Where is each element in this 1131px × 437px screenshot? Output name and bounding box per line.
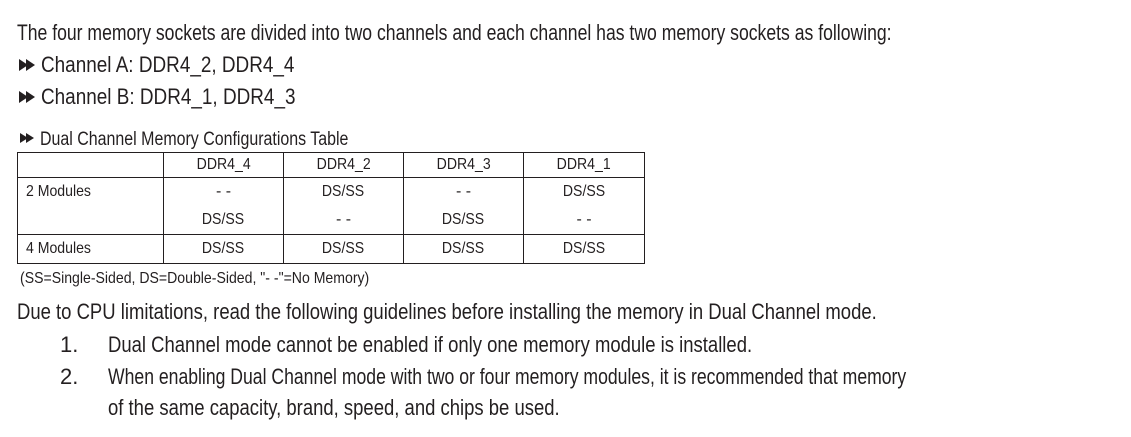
table-cell: - - (163, 177, 284, 206)
guideline-text: of the same capacity, brand, speed, and … (108, 395, 560, 420)
channel-b-item: Channel B: DDR4_1, DDR4_3 (19, 84, 337, 111)
table-header-cell: DDR4_3 (403, 152, 524, 178)
intro-label: The four memory sockets are divided into… (17, 20, 892, 45)
double-arrow-icon (19, 83, 35, 109)
channel-a-label: Channel A: DDR4_2, DDR4_4 (41, 52, 295, 77)
table-title: Dual Channel Memory Configurations Table (20, 129, 407, 151)
table-cell: DS/SS (523, 234, 645, 264)
table-cell: - - (283, 206, 404, 235)
table-cell: DS/SS (283, 177, 404, 206)
table-cell: DS/SS (163, 206, 284, 235)
table-cell: DS/SS (403, 206, 524, 235)
guideline-intro: Due to CPU limitations, read the followi… (17, 299, 1041, 325)
channel-b-label: Channel B: DDR4_1, DDR4_3 (41, 84, 296, 109)
channel-a-item: Channel A: DDR4_2, DDR4_4 (19, 52, 336, 79)
table-row-label: 2 Modules (17, 177, 164, 206)
table-cell: DS/SS (163, 234, 284, 264)
table-row-label: 4 Modules (17, 234, 164, 264)
table-legend-label: (SS=Single-Sided, DS=Double-Sided, "- -"… (20, 270, 370, 287)
table-header-row: DDR4_4 DDR4_2 DDR4_3 DDR4_1 (17, 152, 645, 178)
table-legend: (SS=Single-Sided, DS=Double-Sided, "- -"… (20, 270, 417, 288)
table-title-label: Dual Channel Memory Configurations Table (40, 129, 349, 151)
guideline-text: Dual Channel mode cannot be enabled if o… (108, 332, 753, 357)
table-cell: - - (403, 177, 524, 206)
table-cell: DS/SS (523, 177, 645, 206)
double-arrow-icon (19, 51, 35, 77)
table-row: 2 Modules - - DS/SS - - DS/SS (17, 177, 645, 206)
intro-text: The four memory sockets are divided into… (17, 20, 1110, 46)
table-cell: - - (523, 206, 645, 235)
memory-config-table: DDR4_4 DDR4_2 DDR4_3 DDR4_1 2 Modules - … (17, 152, 645, 264)
table-cell: DS/SS (283, 234, 404, 264)
table-row: 4 Modules DS/SS DS/SS DS/SS DS/SS (17, 234, 645, 264)
guideline-text: When enabling Dual Channel mode with two… (108, 364, 907, 389)
guideline-number: 2. (60, 364, 79, 389)
table-cell: DS/SS (403, 234, 524, 264)
table-row: DS/SS - - DS/SS - - (17, 206, 645, 235)
table-row-label (17, 206, 164, 235)
table-header-cell: DDR4_4 (163, 152, 284, 178)
double-arrow-icon (20, 127, 34, 149)
table-header-cell (17, 152, 164, 178)
table-header-cell: DDR4_1 (523, 152, 645, 178)
table-header-cell: DDR4_2 (283, 152, 404, 178)
guideline-intro-label: Due to CPU limitations, read the followi… (17, 299, 877, 324)
guideline-number: 1. (60, 332, 79, 357)
